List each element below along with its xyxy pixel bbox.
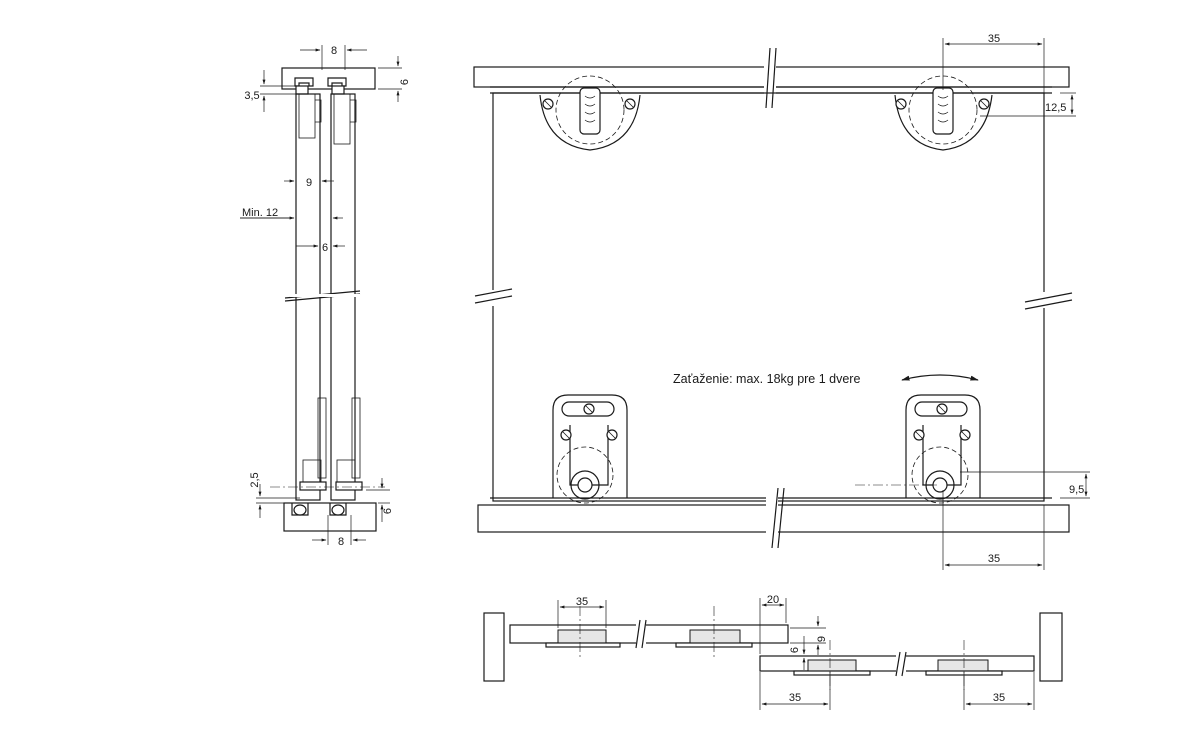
dim-plan-bottom-left: 35	[759, 672, 831, 710]
dim-plan-offset-v: 6	[789, 636, 808, 670]
top-rail-section	[281, 67, 376, 90]
dim-front-top-spacing: 35	[942, 33, 1045, 95]
svg-text:9: 9	[306, 177, 312, 189]
dim-plan-overlap: 20	[759, 594, 787, 654]
top-hanger-right	[894, 75, 993, 151]
dim-gap: 9	[284, 140, 334, 189]
dim-bottom-height: 6	[366, 478, 394, 522]
plan-door-upper	[509, 624, 789, 644]
svg-text:6: 6	[382, 508, 394, 514]
dim-top-height: 6	[378, 56, 411, 102]
svg-text:6: 6	[399, 79, 411, 85]
dim-front-bottom-spacing: 35	[942, 490, 1045, 570]
top-hanger-left	[539, 75, 641, 151]
svg-text:6: 6	[789, 647, 801, 653]
dim-bottom-width: 8	[312, 515, 366, 548]
svg-text:Min. 12: Min. 12	[242, 207, 278, 219]
svg-text:6: 6	[322, 242, 328, 254]
svg-text:2,5: 2,5	[249, 472, 261, 487]
dim-top-width: 8	[300, 45, 367, 70]
svg-text:12,5: 12,5	[1045, 102, 1066, 114]
wall-right	[1039, 612, 1063, 682]
svg-text:35: 35	[576, 596, 588, 608]
dim-plan-gap-v: 9	[790, 616, 828, 655]
bottom-roller-left	[552, 394, 628, 504]
svg-text:9: 9	[816, 636, 828, 642]
dim-top-offset: 3,5	[244, 70, 296, 112]
dim-plan-bottom-right: 35	[963, 672, 1035, 710]
svg-text:20: 20	[767, 594, 779, 606]
dim-front-top-depth: 12,5	[980, 92, 1076, 117]
dim-plan-left-spacing: 35	[557, 596, 607, 628]
svg-text:35: 35	[789, 692, 801, 704]
load-note: Zaťaženie: max. 18kg pre 1 dvere	[673, 372, 860, 386]
svg-text:35: 35	[988, 33, 1000, 45]
dim-min: Min. 12	[240, 207, 343, 220]
dim-door: 6	[296, 242, 345, 254]
svg-text:35: 35	[988, 553, 1000, 565]
svg-text:8: 8	[331, 45, 337, 57]
front-view: Zaťaženie: max. 18kg pre 1 dvere 35 12,5…	[473, 33, 1090, 570]
svg-text:3,5: 3,5	[244, 90, 259, 102]
wall-left	[483, 612, 505, 682]
dim-bottom-offset: 2,5	[249, 472, 300, 518]
bottom-roller-right	[901, 374, 981, 504]
section-view: 8 6 3,5 9 M	[240, 45, 411, 548]
plan-view: 35 20 9 6 35	[483, 594, 1063, 710]
dim-front-bottom-height: 9,5	[855, 471, 1090, 499]
svg-text:35: 35	[993, 692, 1005, 704]
svg-text:8: 8	[338, 536, 344, 548]
svg-text:9,5: 9,5	[1069, 484, 1084, 496]
